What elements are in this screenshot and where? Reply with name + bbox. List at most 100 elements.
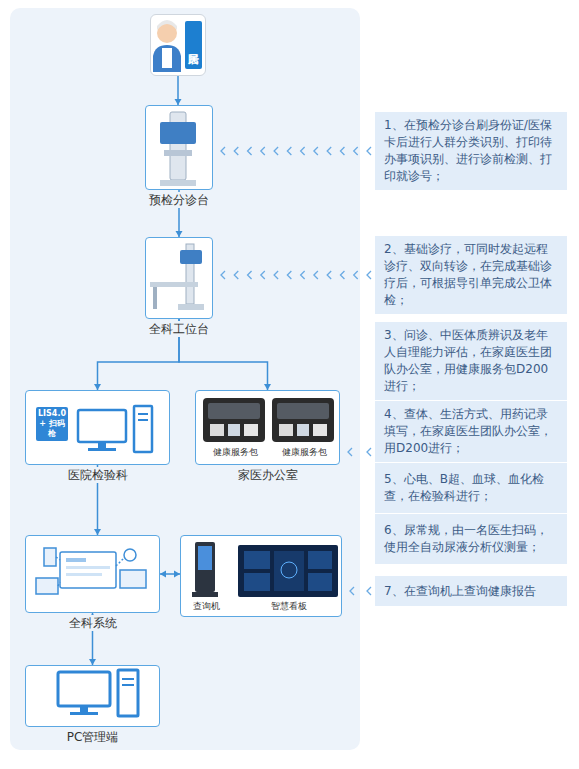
step-callout: 6、尿常规，由一名医生扫码，使用全自动尿液分析仪测量； (375, 514, 567, 564)
body (153, 45, 181, 72)
chevron (287, 147, 291, 155)
kit-lid (208, 403, 260, 419)
process-box: 查询机 智慧看板 (180, 535, 342, 617)
kit-device (244, 424, 258, 436)
kiosk-base (192, 592, 218, 597)
chevron (367, 587, 371, 595)
chevron (248, 271, 252, 279)
chevron (287, 271, 291, 279)
tower-slot (138, 413, 148, 415)
network-lines (56, 557, 124, 586)
head (157, 23, 177, 43)
chevron (248, 147, 252, 155)
chevron (348, 448, 352, 456)
chevron (367, 147, 371, 155)
node-label: LIS4.0 + 扫码枪 (36, 407, 68, 441)
step-text: 5、心电、B超、血球、血化检查，在检验科进行； (384, 471, 558, 505)
board-panel (244, 551, 270, 569)
chevron (261, 271, 265, 279)
query-kiosk (192, 542, 218, 597)
chevron (340, 147, 344, 155)
step-callout: 7、在查询机上查询健康报告 (375, 576, 567, 606)
kiosk-base (160, 180, 196, 186)
chevron (354, 271, 358, 279)
board-chart (281, 562, 297, 578)
step-text: 1、在预检分诊台刷身份证/医保卡后进行人群分类识别、打印待办事项识别、进行诊前检… (384, 117, 558, 185)
screen-bar (66, 573, 102, 576)
process-box: 健康服务包健康服务包家医办公室 (195, 390, 340, 465)
chevron-connector (350, 587, 371, 595)
flow-connector (160, 571, 180, 578)
chevron-connector (348, 448, 371, 456)
kit-device (210, 424, 224, 436)
kit-device (313, 424, 327, 436)
laptop (36, 578, 58, 594)
chevron (367, 448, 371, 456)
kiosk-screen (198, 546, 212, 570)
monitor-base (70, 712, 98, 715)
arrow-head (160, 571, 166, 578)
chevron (350, 587, 354, 595)
chevron (301, 271, 305, 279)
tablet (120, 570, 146, 588)
chevron (234, 147, 238, 155)
board-panel (308, 573, 332, 591)
node-label: 全科系统 (66, 615, 120, 631)
shirt (162, 48, 172, 68)
kiosk-shelf (164, 150, 192, 156)
step-text: 4、查体、生活方式、用药记录填写，在家庭医生团队办公室，用D200进行； (384, 406, 558, 457)
monitor-stand (98, 442, 106, 448)
chevron (314, 147, 318, 155)
chevron (301, 147, 305, 155)
flow-connector (175, 76, 182, 105)
cloud-node (124, 549, 136, 561)
step-callout: 3、问诊、中医体质辨识及老年人自理能力评估，在家庭医生团队办公室，用健康服务包D… (375, 322, 567, 400)
station-column (186, 244, 194, 304)
pc-tower (134, 406, 152, 452)
node-label: 医院检验科 (65, 467, 131, 483)
health-kit (203, 398, 334, 442)
step-callout: 5、心电、B超、血球、血化检查，在检验科进行； (375, 463, 567, 513)
chevron (274, 147, 278, 155)
node-label: 智慧看板 (239, 601, 339, 612)
node-label: 全科工位台 (146, 321, 212, 337)
node-label: 查询机 (185, 601, 227, 612)
chevron (221, 271, 225, 279)
process-box: 预检分诊台 (145, 105, 213, 190)
chevron (221, 147, 225, 155)
kit-device (279, 424, 293, 436)
station-screen (180, 250, 202, 264)
tower-slot (138, 419, 148, 421)
tower-slot (122, 678, 134, 680)
kiosk-body (195, 542, 215, 592)
board-panel (274, 551, 304, 591)
chevron (367, 271, 371, 279)
station-base (178, 304, 204, 310)
node-label: 健康服务包 (204, 447, 266, 458)
monitor (78, 410, 126, 442)
chevron (274, 271, 278, 279)
node-label: PC管理端 (64, 729, 122, 745)
step-text: 2、基础诊疗，可同时发起远程诊疗、双向转诊，在完成基础诊疗后，可根据导引单完成公… (384, 241, 558, 309)
kit-case (272, 398, 334, 442)
step-text: 6、尿常规，由一名医生扫码，使用全自动尿液分析仪测量； (384, 522, 558, 556)
process-box: PC管理端 (25, 665, 160, 727)
node-label: PC (98, 435, 124, 446)
screen-bar (66, 558, 86, 562)
node-label: 健康服务包 (273, 447, 335, 458)
step-callout: 2、基础诊疗，可同时发起远程诊疗、双向转诊，在完成基础诊疗后，可根据导引单完成公… (375, 236, 567, 314)
chevron (261, 147, 265, 155)
chevron (327, 271, 331, 279)
kiosk-screen (160, 122, 196, 144)
chevron-connector (221, 147, 371, 155)
kit-lid (277, 403, 329, 419)
system-illustration (36, 548, 146, 594)
process-box: LIS4.0 + 扫码枪PC医院检验科 (25, 390, 170, 465)
hair (157, 20, 177, 30)
monitor-base (88, 448, 116, 451)
board-panel (308, 551, 332, 569)
step-text: 7、在查询机上查询健康报告 (384, 583, 536, 600)
node-label: 居民 (185, 21, 202, 69)
node-label: 家医办公室 (235, 467, 301, 483)
resident-figure (153, 20, 181, 72)
